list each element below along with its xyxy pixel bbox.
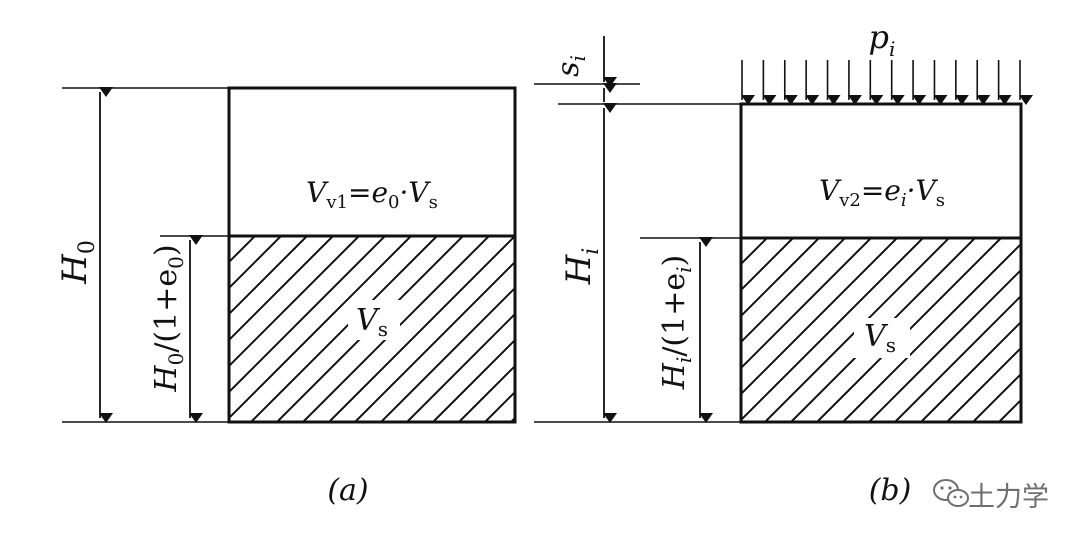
hatch-line xyxy=(972,372,1021,422)
hatch-line xyxy=(998,398,1021,422)
hatch-line xyxy=(842,242,1021,422)
hatch-line xyxy=(868,268,1021,422)
panel-b-caption: (b) xyxy=(869,473,912,508)
hatch-line xyxy=(328,236,515,422)
panel-b-solid-height-label: Hi/(1+ei) xyxy=(657,255,696,391)
panel-b: si pi Hi Hi/(1+ei) Vv2=ei·Vs Vs (b) xyxy=(534,18,1080,508)
panel-a-solid-volume-label-bg xyxy=(348,300,400,340)
panel-b-height-label: Hi xyxy=(559,248,604,286)
panel-a-caption: (a) xyxy=(327,473,368,508)
hatch-line xyxy=(229,236,282,290)
panel-b-sample-box xyxy=(739,102,1023,424)
panel-a-solid-volume-label: Vs xyxy=(356,303,388,341)
hatch-line xyxy=(458,364,515,422)
hatch-line xyxy=(1025,238,1080,422)
hatch-line xyxy=(667,236,853,422)
wechat-icon xyxy=(933,479,969,507)
watermark-text: 土力学 xyxy=(968,482,1049,513)
hatch-line xyxy=(615,236,801,422)
panel-b-load-label: pi xyxy=(869,18,896,61)
hatch-line xyxy=(894,294,1021,422)
hatch-line xyxy=(946,346,1021,422)
hatch-line xyxy=(741,238,898,396)
hatch-line xyxy=(229,236,412,420)
hatch-line xyxy=(229,236,360,368)
hatch-line xyxy=(741,238,872,370)
panel-a-solid-height-label: H0/(1+e0) xyxy=(149,244,188,392)
panel-a-sample-box xyxy=(227,86,517,424)
hatch-line xyxy=(741,238,794,292)
hatch-line xyxy=(741,238,846,344)
hatch-line xyxy=(741,238,924,422)
hatch-line xyxy=(250,236,438,422)
hatch-line xyxy=(229,236,308,316)
hatch-line xyxy=(354,260,515,422)
hatch-line xyxy=(229,236,334,342)
panel-b-settlement-label: si xyxy=(551,55,590,77)
panel-b-solid-volume-label-bg xyxy=(854,318,910,358)
watermark: 土力学 xyxy=(933,479,1049,513)
hatch-line xyxy=(920,320,1021,422)
hatch-line xyxy=(1051,238,1080,422)
panel-b-solid-volume-label: Vs xyxy=(864,319,896,357)
panel-b-solids-hatch xyxy=(741,238,1080,422)
hatch-line xyxy=(406,312,515,422)
hatch-line xyxy=(741,238,820,318)
panel-b-void-volume-label: Vv2=ei·Vs xyxy=(819,174,945,211)
hatch-line xyxy=(693,236,879,422)
hatch-line xyxy=(432,338,515,422)
panel-a: H0 H0/(1+e0) Vv1=e0·Vs Vs (a) xyxy=(55,86,879,508)
panel-a-void-volume-label: Vv1=e0·Vs xyxy=(306,176,438,213)
panel-b-load-arrows xyxy=(741,60,1033,105)
hatch-line xyxy=(380,286,515,422)
panel-a-height-label: H0 xyxy=(55,240,100,285)
